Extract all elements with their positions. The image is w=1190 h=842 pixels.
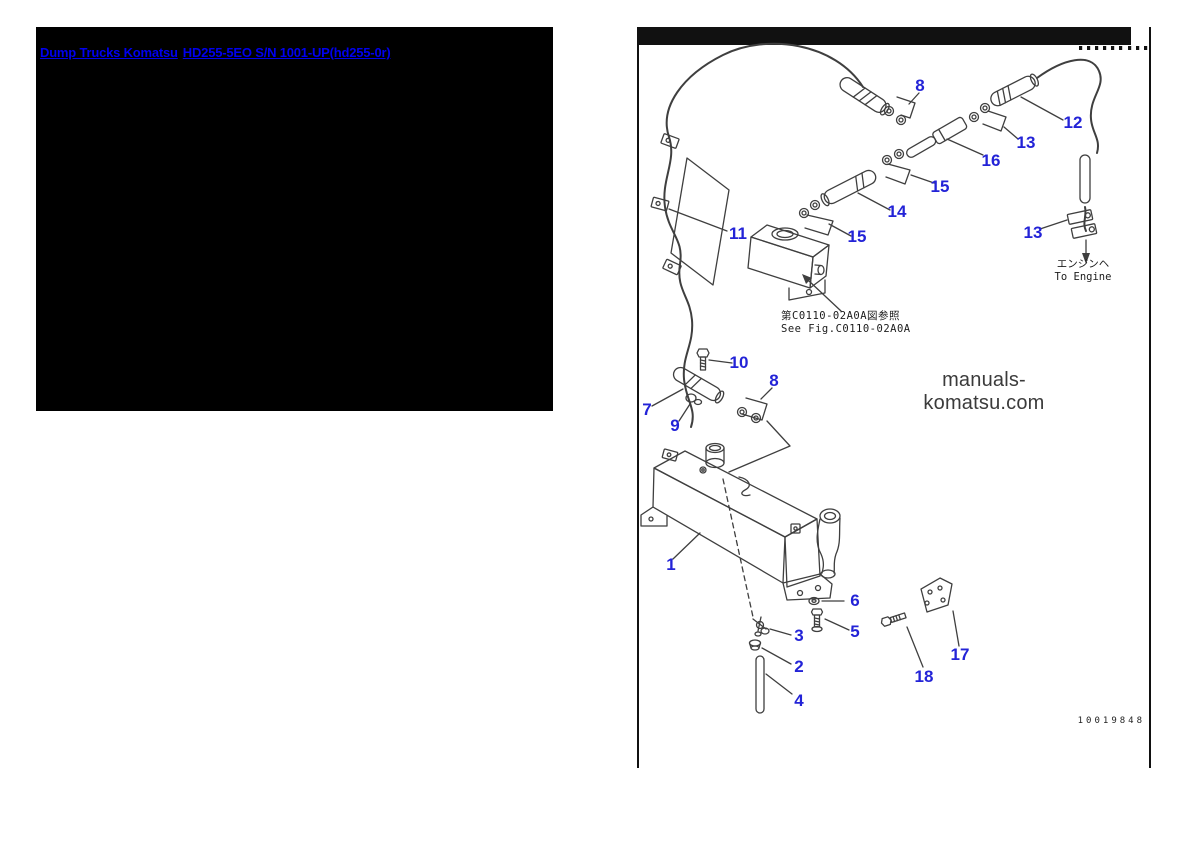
clamp-11b <box>650 196 670 212</box>
clamp-13c <box>1070 223 1098 239</box>
clamp-15a <box>885 163 911 185</box>
model-link[interactable]: HD255-5EO S/N 1001-UP(hd255-0r) <box>182 45 391 60</box>
hose-right <box>1036 58 1102 154</box>
bracket-17 <box>920 577 953 613</box>
clamp-13a <box>982 110 1007 132</box>
washer-6 <box>808 596 820 606</box>
bolt-18 <box>880 612 907 627</box>
left-black-panel: Dump Trucks Komatsu HD255-5EO S/N 1001-UP… <box>36 27 553 411</box>
pipe-16 <box>906 116 968 158</box>
diagram-top-bar <box>639 27 1131 45</box>
tube-upper <box>839 77 890 116</box>
clamp-11a <box>660 133 680 149</box>
tube-straight <box>1079 154 1091 204</box>
drawing-number: 10019848 <box>1077 716 1145 726</box>
clamp-15b <box>804 214 834 236</box>
main-tank <box>640 442 833 601</box>
clamp-13b <box>1066 209 1094 225</box>
watermark: manuals-komatsu.com <box>923 369 1045 414</box>
breadcrumb: Dump Trucks Komatsu HD255-5EO S/N 1001-UP… <box>40 44 395 62</box>
tube-4 <box>755 655 765 714</box>
cropped-text-marks <box>1079 46 1148 50</box>
bolt-10 <box>696 348 710 371</box>
valve-3 <box>752 616 770 637</box>
clamp-8b <box>741 397 768 421</box>
fig-ref-arrow <box>802 274 812 284</box>
bolt-5 <box>810 608 824 633</box>
clamp-11c <box>662 258 682 276</box>
tube-7 <box>672 366 725 404</box>
clamp-8a <box>896 96 916 119</box>
parts-diagram-drawing <box>640 42 1148 714</box>
hose-left <box>663 42 864 428</box>
category-link[interactable]: Dump Trucks Komatsu <box>40 45 178 60</box>
tube-14 <box>820 169 877 207</box>
fitting-9 <box>685 393 697 403</box>
to-engine-arrow <box>1082 253 1090 264</box>
bracket-plate <box>670 157 730 286</box>
elbow-pipe <box>816 508 841 579</box>
tube-12 <box>990 73 1040 107</box>
nut-2 <box>748 639 762 651</box>
